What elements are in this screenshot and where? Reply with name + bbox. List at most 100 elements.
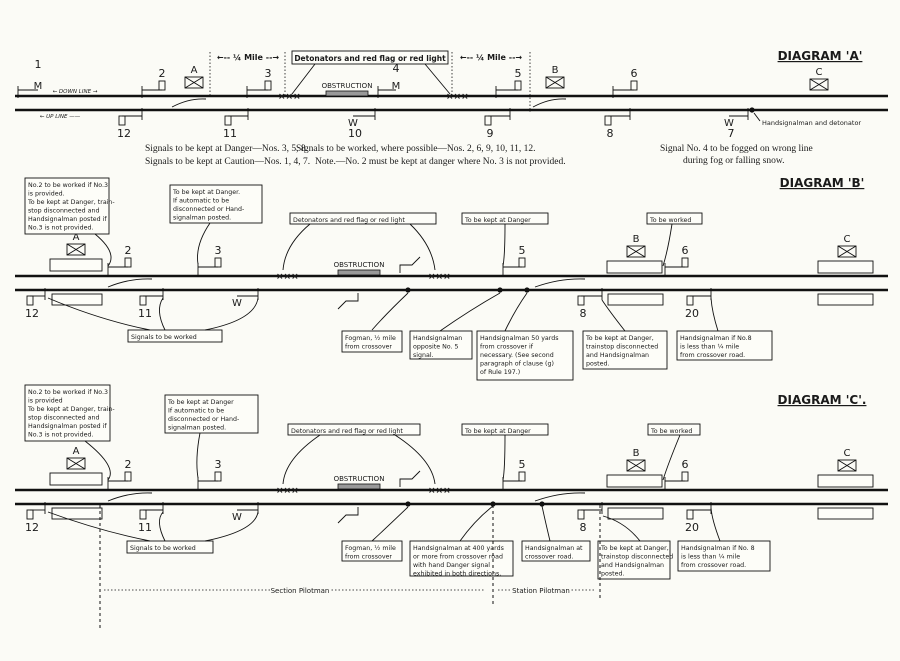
platform <box>49 258 103 272</box>
warning-signal-icon: W <box>724 118 734 129</box>
signal-box-label: B <box>633 234 640 245</box>
platform <box>606 474 663 488</box>
signal-box-label: A <box>73 446 80 457</box>
callout-line: Fogman, ½ mile <box>345 544 396 552</box>
handsignalman-callout-frame <box>409 330 473 360</box>
platform <box>817 507 874 520</box>
ground-signal-icon <box>337 293 359 310</box>
signal-head-icon <box>264 80 272 91</box>
signal-head-icon <box>124 257 132 268</box>
callout-line: No.2 to be worked if No.3 <box>28 182 108 189</box>
signal-6-callout: To be worked <box>647 423 701 436</box>
leader-arrow <box>47 297 151 331</box>
station-pilotman-label: Station Pilotman <box>512 587 570 595</box>
leader-arrow <box>541 505 551 542</box>
signal-8-callout: To be kept at Danger,trainstop disconnec… <box>582 330 668 370</box>
signal-head-icon <box>118 115 126 126</box>
obstruction-hatch <box>337 483 381 490</box>
leader-line <box>291 63 316 95</box>
signal-number: 8 <box>580 521 587 534</box>
signal-20-callout: Handsignalman if No. 8is less than ¼ mil… <box>677 540 771 572</box>
signal-box-icon <box>837 245 857 258</box>
callout-line: is provided. <box>28 191 65 198</box>
signal-2-callout-frame <box>24 177 110 235</box>
ground-signal-icon <box>399 470 421 487</box>
leader-arrow <box>394 434 436 485</box>
handsignalman-position-marker <box>405 501 411 507</box>
leader-arrow <box>504 292 528 332</box>
callout-line: To be kept at Danger, <box>585 335 654 342</box>
signal-3-callout-frame <box>169 184 263 224</box>
signal-box-cross <box>626 459 646 472</box>
platform <box>51 293 103 306</box>
signal-2-callout: No.2 to be worked if No.3is provided.To … <box>24 177 115 235</box>
handsignalman-position-marker <box>497 287 503 293</box>
detonators-icon: ××× <box>428 272 451 282</box>
callout-line: from crossover <box>345 344 392 351</box>
handsignalman-note: Handsignalman and detonator <box>762 119 861 127</box>
signals-to-be-worked-callout-frame <box>127 329 223 343</box>
signal-box-label: A <box>191 65 198 76</box>
signal-head-icon <box>514 80 522 91</box>
signal-number: 6 <box>682 244 689 257</box>
signal-head-icon <box>681 257 689 268</box>
callout-line: Handsignalman at <box>525 545 583 552</box>
signal-box-cross <box>809 78 829 91</box>
leader-line <box>753 112 761 122</box>
up-line-label: ← UP LINE —— <box>40 114 81 120</box>
callout-line: is provided <box>28 398 63 405</box>
signal-2-note: Note.—No. 2 must be kept at danger where… <box>315 157 566 167</box>
callout-line: To be kept at Danger. <box>172 189 240 196</box>
ground-signal-icon <box>399 256 421 273</box>
signal-6-callout-frame <box>647 423 701 436</box>
handsignalman-position-marker <box>490 501 496 507</box>
leader-arrow <box>710 297 719 332</box>
worked-signals-note: Signals to be worked, where possible—Nos… <box>296 144 536 154</box>
signal-box-icon <box>66 457 86 470</box>
crossover-road <box>171 98 207 108</box>
platform <box>49 472 103 486</box>
handsignalman-callout-frame <box>409 540 514 577</box>
signal-box-icon <box>545 76 565 89</box>
handsignalman-2-callout-frame <box>521 540 591 562</box>
signal-head-icon <box>630 80 638 91</box>
handsignalman-position-marker <box>405 287 411 293</box>
detonators-callout-frame <box>289 212 437 225</box>
detonators-icon: ××× <box>446 92 469 102</box>
quarter-mile-label: ←-- ¼ Mile --→ <box>460 52 522 62</box>
signal-8-callout: To be kept at Danger,trainstop disconnec… <box>597 540 673 580</box>
crossover-road <box>107 278 153 288</box>
signal-number: 11 <box>138 307 152 320</box>
fogging-note-cont: during fog or falling snow. <box>683 155 785 166</box>
platform <box>51 507 103 520</box>
leader-arrow <box>662 223 673 267</box>
detonators-label: Detonators and red flag or red light <box>294 54 446 63</box>
signal-box-icon <box>626 459 646 472</box>
signal-head-icon <box>518 471 526 482</box>
callout-line: Signals to be worked <box>130 545 196 552</box>
signal-6-callout: To be worked <box>646 212 703 225</box>
callout-line: No.3 is not provided. <box>28 225 93 232</box>
signal-box-label: C <box>844 448 851 459</box>
callout-line: of Rule 197.) <box>480 369 520 376</box>
signal-6-callout-frame <box>646 212 703 225</box>
crossover-road <box>107 492 153 502</box>
signal-box-label: B <box>552 65 559 76</box>
obstruction-label: OBSTRUCTION <box>334 475 385 483</box>
signal-number: 6 <box>682 458 689 471</box>
leader-arrow <box>204 511 259 542</box>
danger-signals-note: Signals to be kept at Danger—Nos. 3, 5, … <box>145 144 308 154</box>
leader-arrow <box>371 292 409 331</box>
leader-arrow <box>282 223 311 271</box>
leader-arrow <box>409 223 436 271</box>
callout-line: from crossover if <box>480 344 534 351</box>
diagram-a-title: DIAGRAM 'A' <box>778 49 863 63</box>
signal-box-icon <box>837 459 857 472</box>
signal-head-icon <box>214 257 222 268</box>
signal-box-label: C <box>844 234 851 245</box>
semi-automatic-signal-icon: M <box>34 81 43 92</box>
